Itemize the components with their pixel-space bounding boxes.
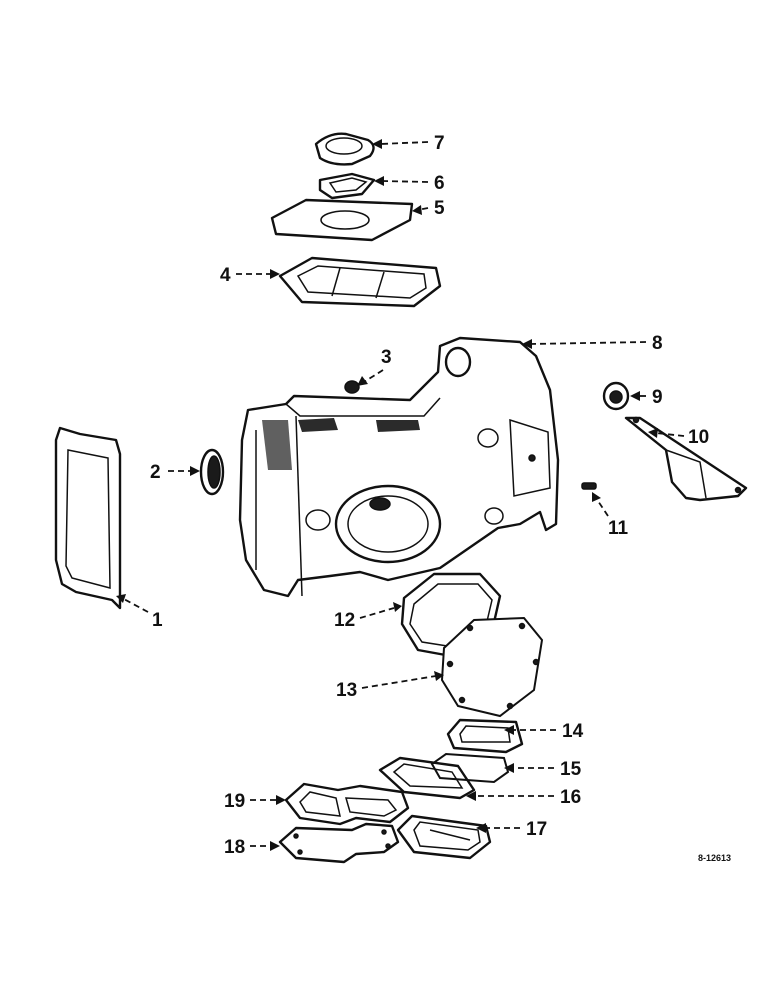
callout-15: 15: [560, 759, 582, 780]
part-19-gasket: [284, 782, 410, 826]
part-2-seal: [199, 448, 225, 496]
part-9-seal: [602, 381, 630, 411]
callout-5: 5: [434, 198, 445, 219]
part-13-cover-plate: [440, 616, 544, 718]
callout-9: 9: [652, 387, 663, 408]
part-7-cover-cap: [314, 132, 375, 166]
callout-8: 8: [652, 333, 663, 354]
callout-16: 16: [560, 787, 581, 808]
callout-10: 10: [688, 427, 709, 448]
part-1-housing-gasket: [54, 426, 122, 610]
part-16-gasket: [378, 756, 476, 800]
part-10-bracket: [624, 416, 748, 502]
leader-lines: [116, 139, 685, 851]
callout-6: 6: [434, 173, 445, 194]
part-5-cover-plate: [270, 198, 414, 242]
callout-2: 2: [150, 462, 161, 483]
callout-1: 1: [152, 610, 163, 631]
part-15-cover-plate: [430, 752, 510, 784]
part-17-gasket: [396, 814, 492, 860]
part-4-gasket: [278, 256, 442, 308]
part-6-gasket: [318, 172, 376, 200]
callout-17: 17: [526, 819, 547, 840]
callout-12: 12: [334, 610, 355, 631]
part-18-cover-plate: [278, 822, 400, 864]
callout-18: 18: [224, 837, 245, 858]
callout-7: 7: [434, 133, 445, 154]
callout-11: 11: [608, 518, 629, 539]
callout-3: 3: [381, 347, 392, 368]
transmission-case: [238, 336, 560, 598]
part-14-gasket: [446, 718, 524, 754]
part-3-plug: [344, 380, 360, 394]
callout-4: 4: [220, 265, 231, 286]
callout-13: 13: [336, 680, 357, 701]
part-11-dowel-pin: [581, 482, 597, 490]
callout-19: 19: [224, 791, 245, 812]
drawing-number: 8-12613: [698, 853, 731, 863]
callout-14: 14: [562, 721, 584, 742]
